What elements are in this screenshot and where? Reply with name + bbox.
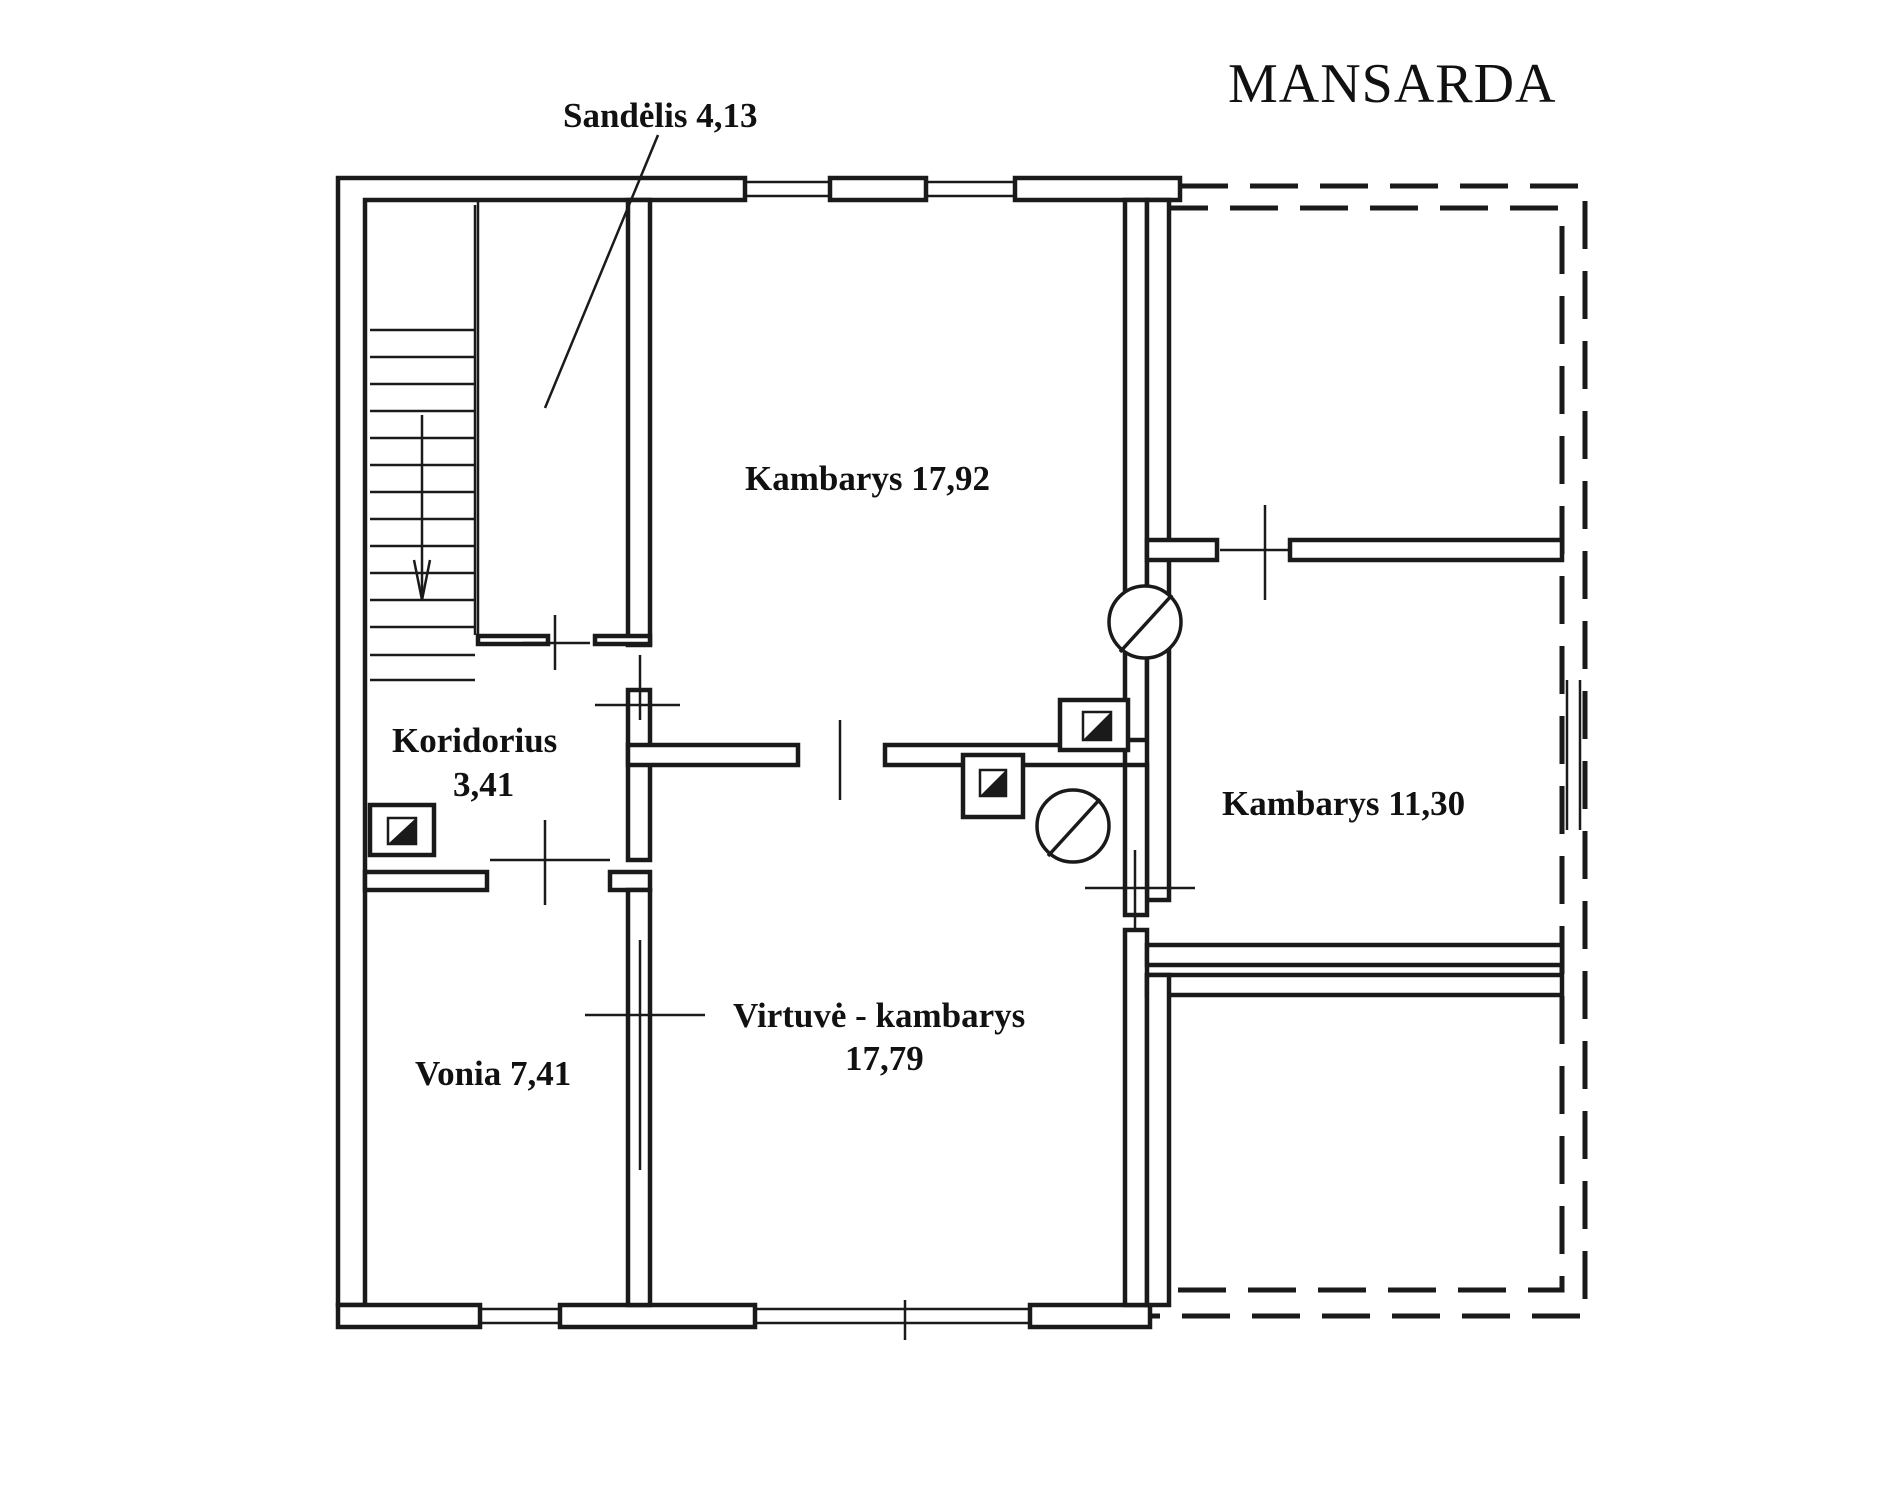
label-kitchen-name: Virtuvė - kambarys xyxy=(733,996,1025,1035)
label-kitchen-area: 17,79 xyxy=(845,1039,924,1078)
door-marks xyxy=(490,505,1290,1340)
interior-walls xyxy=(362,197,1565,1308)
dashed-outline xyxy=(1150,183,1588,1319)
plan-title: MANSARDA xyxy=(1228,53,1557,115)
staircase xyxy=(370,205,477,682)
boiler-icons xyxy=(1035,584,1183,864)
label-storage: Sandėlis 4,13 xyxy=(563,96,758,135)
chimney-icons xyxy=(367,697,1131,858)
windows xyxy=(480,180,1582,1325)
outer-walls xyxy=(335,175,1183,1330)
label-corridor-name: Koridorius xyxy=(392,721,557,760)
label-room-1: Kambarys 17,92 xyxy=(745,459,990,498)
label-room-2: Kambarys 11,30 xyxy=(1222,784,1465,823)
label-bathroom: Vonia 7,41 xyxy=(415,1054,571,1093)
label-corridor-area: 3,41 xyxy=(453,765,514,804)
storage-leader-line xyxy=(543,134,660,409)
